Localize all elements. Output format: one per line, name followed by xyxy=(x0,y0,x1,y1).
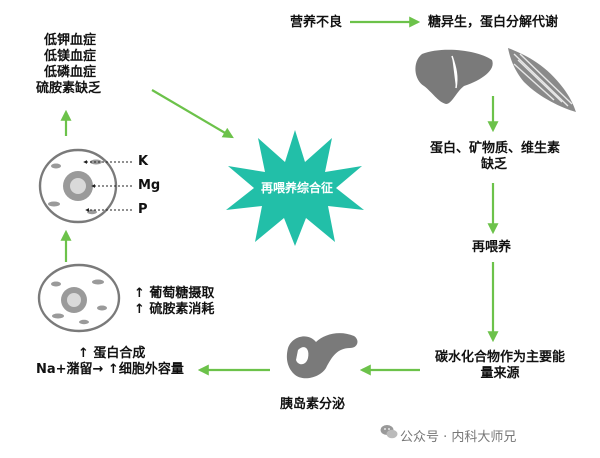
gluconeogenesis-label: 糖异生，蛋白分解代谢 xyxy=(428,15,559,30)
starburst-icon xyxy=(226,130,364,246)
deficiency-line-1: 蛋白、矿物质、维生素 xyxy=(430,141,561,156)
retention-line-1: ↑ 蛋白合成 xyxy=(78,346,146,361)
carbohydrate-line-1: 碳水化合物作为主要能 xyxy=(434,350,565,365)
ion-mg: Mg xyxy=(138,178,161,193)
arrow-electrolytes-to-center xyxy=(151,89,234,139)
deficiency-line-2: 缺乏 xyxy=(480,157,507,172)
retention-line-2: Na+潴留→ ↑细胞外容量 xyxy=(36,362,184,377)
liver-icon xyxy=(415,49,493,104)
deficiency-label: 蛋白、矿物质、维生素 缺乏 xyxy=(430,141,561,173)
electrolyte-line-4: 硫胺素缺乏 xyxy=(36,81,102,96)
malnutrition-label: 营养不良 xyxy=(290,15,343,30)
glucose-line-2: ↑ 硫胺素消耗 xyxy=(134,302,215,317)
glucose-label: ↑ 葡萄糖摄取 ↑ 硫胺素消耗 xyxy=(134,286,214,318)
wechat-icon xyxy=(380,425,398,439)
electrolyte-line-2: 低镁血症 xyxy=(44,49,97,64)
watermark-text: 公众号 · 内科大师兄 xyxy=(400,430,517,445)
electrolytes-label: 低钾血症 低镁血症 低磷血症 硫胺素缺乏 xyxy=(36,33,101,97)
center-label: 再喂养综合征 xyxy=(260,181,333,195)
carbohydrate-label: 碳水化合物作为主要能 量来源 xyxy=(430,350,570,382)
cell-icon xyxy=(37,263,121,333)
refeeding-label: 再喂养 xyxy=(472,240,512,255)
carbohydrate-line-2: 量来源 xyxy=(480,366,520,381)
pancreas-icon xyxy=(286,333,358,379)
electrolyte-line-3: 低磷血症 xyxy=(44,65,97,80)
ion-p: P xyxy=(138,202,148,217)
retention-label: ↑ 蛋白合成 Na+潴留→ ↑细胞外容量 xyxy=(36,346,184,378)
ion-k: K xyxy=(138,154,149,169)
muscle-icon xyxy=(508,48,576,112)
glucose-line-1: ↑ 葡萄糖摄取 xyxy=(134,286,215,301)
electrolyte-line-1: 低钾血症 xyxy=(44,33,97,48)
insulin-label: 胰岛素分泌 xyxy=(280,397,346,412)
